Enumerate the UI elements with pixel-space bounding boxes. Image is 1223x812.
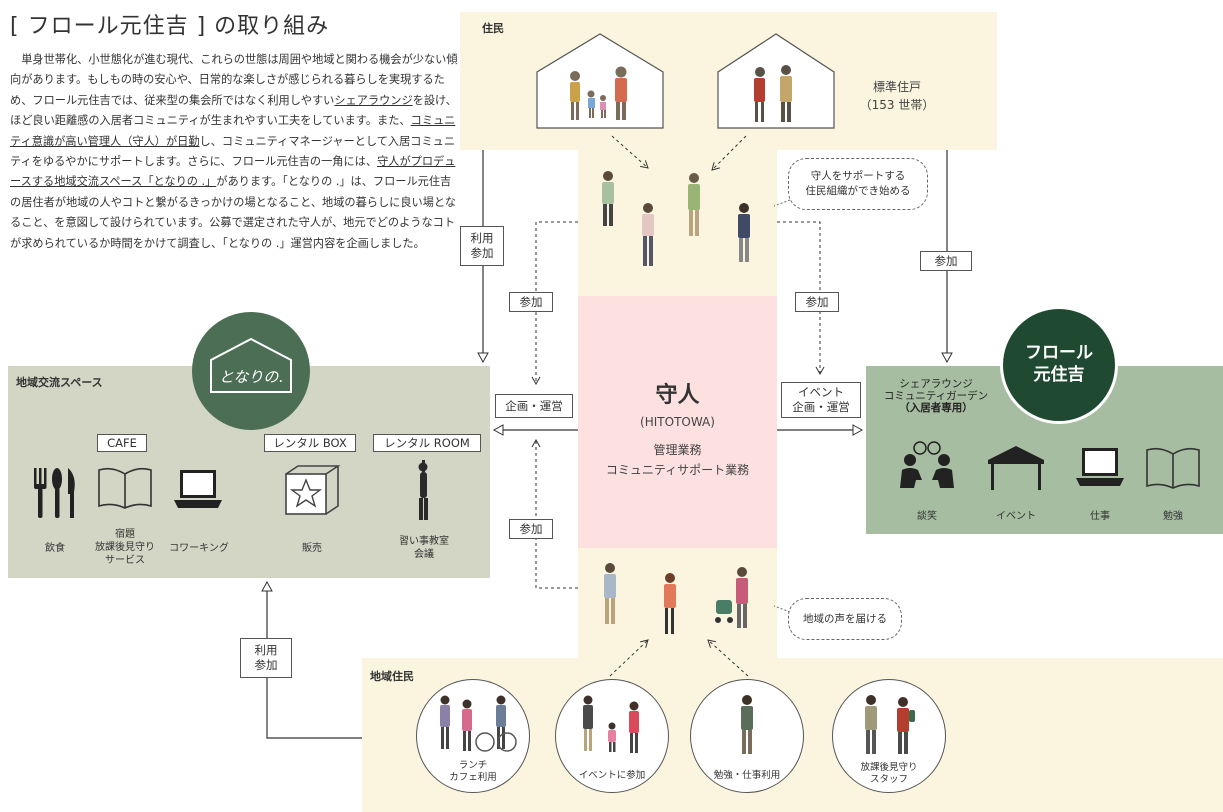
caption-lunch: ランチ カフェ利用 [449, 760, 497, 783]
mamoribito-area [578, 296, 777, 548]
label-join-left: 参加 [509, 292, 553, 312]
dashed-circle2 [707, 639, 749, 677]
circle-lunch: ランチ カフェ利用 [416, 679, 530, 793]
label-join-lounge: 参加 [920, 251, 972, 271]
dashed-join-left [531, 221, 578, 386]
intro-sentence-3: し、コミュニティマネージャーとして入居コミュニティをゆるやかにサポートします。さ… [10, 134, 456, 169]
mamoribito-subtitle: (HITOTOWA) [640, 415, 715, 429]
caption-after-school-staff: 放課後見守り スタッフ [860, 762, 918, 785]
flor-logo-line2: 元住吉 [1033, 365, 1085, 385]
voice-bubble: 地域の声を届ける [788, 598, 902, 640]
book-icon [98, 467, 152, 509]
tonarino-house-icon [210, 337, 292, 393]
caption-chat: 談笑 [917, 511, 937, 522]
intro-sentence-2: を設け、ほど良い距離感の入居者コミュニティが生まれやすい工夫をしています。また、 [10, 93, 457, 128]
label-join-bottom: 参加 [509, 519, 553, 539]
caption-homework: 宿題 放課後見守り サービス [95, 529, 155, 566]
dashed-circle1 [609, 639, 649, 677]
support-bubble-line1: 守人をサポートする [810, 170, 906, 182]
flor-logo: フロール 元住吉 [1000, 306, 1118, 424]
local-people-figures [604, 563, 748, 634]
unit-info: 標準住戸 （153 世帯） [852, 78, 942, 114]
label-event-plan: イベント 企画・運営 [781, 382, 861, 418]
label-join-right: 参加 [795, 292, 839, 312]
caption-eat: 飲食 [45, 543, 65, 554]
utensils-icon [34, 468, 75, 518]
circle-after-school-staff: 放課後見守り スタッフ [832, 679, 946, 793]
dashed-house2 [711, 135, 747, 171]
resident-people-figures [602, 171, 750, 266]
tag-rental-box: レンタル BOX [264, 434, 356, 452]
laptop-work-icon [1076, 448, 1124, 486]
circle-event: イベントに参加 [555, 679, 669, 793]
laptop-icon [174, 470, 222, 508]
mamoribito-role1: 管理業務 [653, 443, 702, 457]
caption-coworking: コワーキング [169, 543, 229, 554]
label-use-join-top: 利用 参加 [460, 226, 504, 266]
mamoribito-title: 守人 [655, 383, 700, 408]
dashed-join-right [777, 221, 825, 376]
caption-study: 勉強 [1163, 511, 1183, 522]
intro-text: 単身世帯化、小世態化が進む現代、これらの世態は周囲や地域と関わる機会が少ない傾向… [10, 50, 462, 254]
yoga-figure-icon [418, 460, 428, 520]
caption-work: 仕事 [1090, 511, 1110, 522]
study-book-icon [1146, 447, 1200, 489]
label-use-join-bottom: 利用 参加 [240, 638, 292, 678]
rental-box-icon [285, 465, 341, 515]
circle-study-work: 勉強・仕事利用 [690, 679, 804, 793]
caption-study-work: 勉強・仕事利用 [713, 770, 781, 781]
tag-rental-room: レンタル ROOM [373, 434, 481, 452]
local-space-label: 地域交流スペース [16, 376, 103, 389]
support-bubble-line2: 住民組織ができ始める [805, 185, 911, 197]
support-bubble: 守人をサポートする 住民組織ができ始める [788, 158, 928, 210]
intro-underline-3: 守人がプロデュースする地域交流スペース「となりの .」 [10, 155, 456, 189]
unit-label: 標準住戸 [872, 80, 921, 94]
arrow-local-residents-to-space [261, 580, 362, 739]
mamoribito-role2: コミュニティサポート業務 [605, 463, 750, 477]
caption-lessons: 習い事教室 会議 [399, 536, 449, 560]
event-tent-icon [988, 446, 1044, 490]
mamoribito-block: 守人 (HITOTOWA) 管理業務 コミュニティサポート業務 [578, 382, 777, 480]
intro-sentence-4: があります。「となりの .」は、フロール元住吉の居住者が地域の人やコトと繋がるき… [10, 175, 456, 250]
caption-sales: 販売 [302, 543, 322, 554]
dashed-join-bottom [531, 438, 578, 589]
caption-event-join: イベントに参加 [578, 770, 646, 781]
intro-underline-1: シェアラウンジ [334, 93, 413, 107]
intro-sentence-1: 単身世帯化、小世態化が進む現代、これらの世態は周囲や地域と関わる機会が少ない傾向… [10, 53, 458, 107]
tonarino-logo: となりの. [192, 312, 310, 430]
intro-underline-2: コミュニティ意識が高い管理人（守人）が日勤 [10, 114, 456, 148]
dashed-house1 [611, 135, 649, 169]
flor-logo-line1: フロール [1025, 343, 1093, 363]
label-plan-manage: 企画・運営 [495, 394, 573, 418]
page-title: [ フロール元住吉 ] の取り組み [10, 14, 330, 39]
unit-count: （153 世帯） [859, 98, 935, 112]
house-icon-1 [536, 33, 664, 129]
caption-event: イベント [996, 511, 1036, 522]
tag-cafe: CAFE [97, 434, 147, 452]
residents-label: 住民 [482, 22, 504, 35]
lounge-label: シェアラウンジ コミュニティガーデン （入居者専用） [883, 378, 989, 414]
local-residents-label: 地域住民 [370, 670, 414, 683]
chat-people-icon [900, 441, 954, 488]
house-icon-2 [717, 33, 835, 129]
tonarino-logo-text: となりの. [218, 368, 284, 386]
